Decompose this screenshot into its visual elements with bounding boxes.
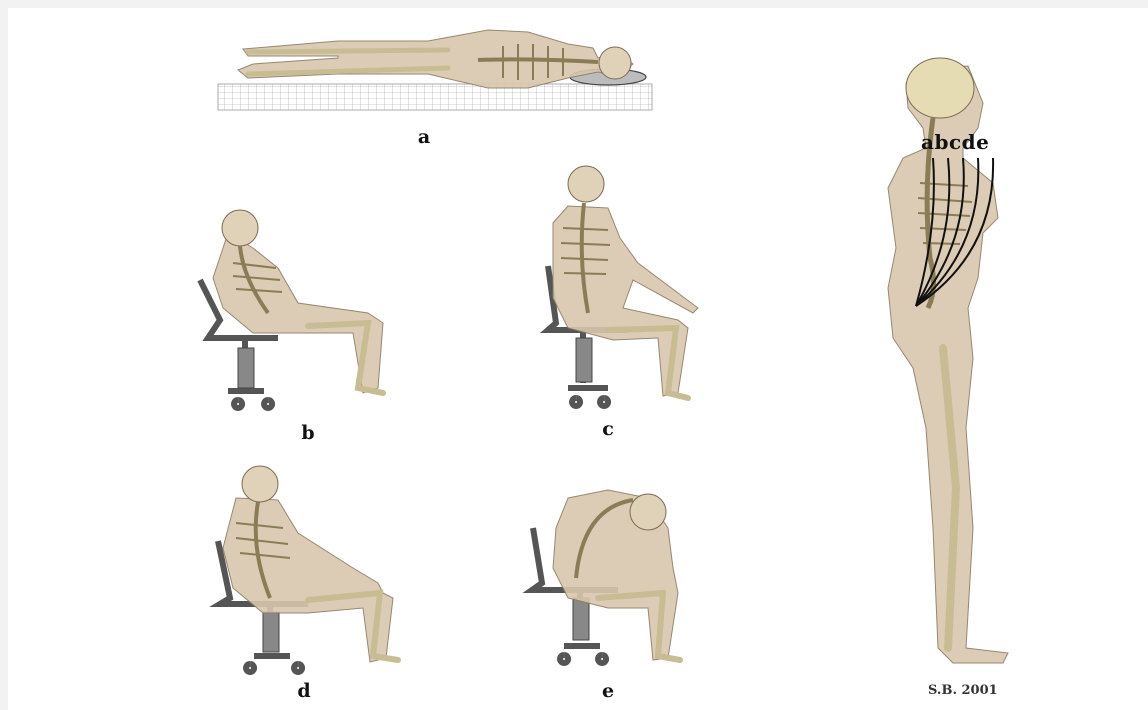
panel-a-figure [218, 30, 652, 110]
head-c [568, 166, 604, 202]
head-e [630, 494, 666, 530]
panel-label-e: e [602, 680, 614, 702]
curve-labels: abcde [921, 130, 989, 154]
chair-e-column [573, 598, 589, 640]
skull [906, 58, 974, 118]
chair-c-column [576, 338, 592, 382]
lying-head [599, 47, 631, 79]
panel-label-c: c [602, 418, 614, 440]
panel-b-figure [200, 210, 383, 408]
illustration [8, 8, 1148, 710]
panel-d-figure [218, 466, 398, 672]
head-b [222, 210, 258, 246]
panel-label-b: b [301, 422, 314, 444]
chair-d-column [263, 612, 279, 652]
signature: S.B. 2001 [928, 683, 998, 698]
figure-canvas: a b c d e abcde S.B. 2001 [8, 8, 1148, 710]
mattress [218, 84, 652, 110]
panel-label-d: d [297, 680, 310, 702]
head-d [242, 466, 278, 502]
panel-label-a: a [418, 126, 430, 148]
panel-c-figure [548, 166, 698, 406]
panel-e-figure [532, 490, 680, 663]
chair-b-column [238, 348, 254, 388]
body-c [553, 206, 698, 396]
body-d [223, 498, 393, 662]
